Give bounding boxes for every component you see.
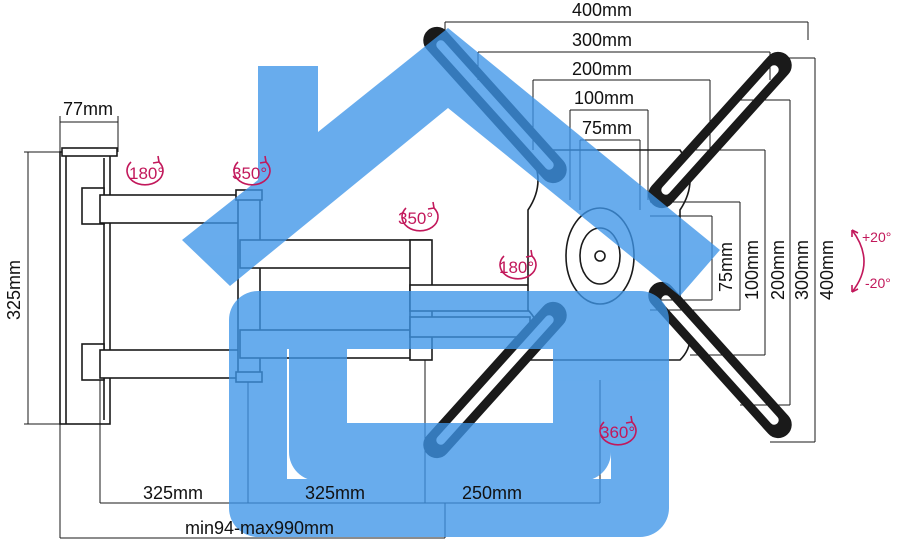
tilt-up-label: +20° xyxy=(862,229,891,245)
vesa-200-label: 200mm xyxy=(572,59,632,79)
vesa-100-label: 100mm xyxy=(574,88,634,108)
house-icon xyxy=(182,28,720,537)
arm1-swivel-label: 350° xyxy=(232,164,267,183)
vert-100-label: 100mm xyxy=(742,240,762,300)
arm-3-length-label: 250mm xyxy=(462,483,522,503)
vesa-300-label: 300mm xyxy=(572,30,632,50)
width-77-label: 77mm xyxy=(63,99,113,119)
vesa-75-label: 75mm xyxy=(582,118,632,138)
vert-200-label: 200mm xyxy=(768,240,788,300)
arm2-swivel-label: 350° xyxy=(398,209,433,228)
height-325-label: 325mm xyxy=(4,260,24,320)
arm-2-length-label: 325mm xyxy=(305,483,365,503)
head-swivel-label: 180° xyxy=(499,258,534,277)
vert-300-label: 300mm xyxy=(792,240,812,300)
tilt-arc xyxy=(851,229,865,293)
tilt-down-label: -20° xyxy=(865,275,891,291)
wall-swivel-label: 180° xyxy=(129,164,164,183)
arm-1-length-label: 325mm xyxy=(143,483,203,503)
vert-400-label: 400mm xyxy=(817,240,837,300)
vesa-400-label: 400mm xyxy=(572,0,632,20)
vert-75-label: 75mm xyxy=(716,242,736,292)
plate-rotate-label: 360° xyxy=(600,423,635,442)
extension-range-label: min94-max990mm xyxy=(185,518,334,538)
